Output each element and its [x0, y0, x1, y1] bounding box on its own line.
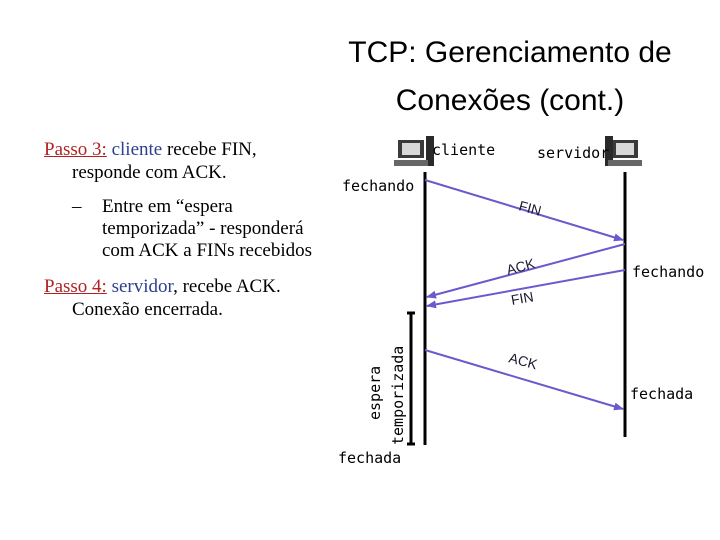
ack-arrow-2	[424, 349, 624, 411]
step4-line1: Passo 4: servidor, recebe ACK.	[44, 276, 281, 298]
server-closed-label: fechada	[630, 385, 693, 403]
step3-line1: Passo 3: cliente recebe FIN,	[44, 139, 257, 161]
step4-actor: servidor	[111, 276, 174, 297]
ack-label-1: ACK	[505, 255, 538, 278]
step4-label: Passo 4:	[44, 276, 107, 297]
bullet-line2: temporizada” - responderá	[102, 218, 304, 239]
slide-title-line1: TCP: Gerenciamento de	[348, 36, 672, 69]
step4-rest: , recebe ACK.	[173, 276, 281, 297]
timed-wait-bracket	[407, 311, 415, 446]
client-computer-icon	[394, 136, 434, 166]
fin-arrow-1	[424, 179, 624, 242]
timed-wait-label-1: espera	[366, 366, 384, 420]
server-label: servidor	[537, 144, 609, 162]
step3-label: Passo 3:	[44, 139, 107, 160]
bullet-line1: Entre em “espera	[102, 196, 233, 217]
ack-label-2: ACK	[507, 349, 540, 372]
step3-line2: responde com ACK.	[72, 162, 227, 183]
ack-arrow-1	[426, 243, 626, 299]
step3-rest: recebe FIN,	[162, 139, 257, 160]
bullet-line3: com ACK a FINs recebidos	[102, 240, 313, 261]
fin-arrow-2	[426, 269, 626, 309]
fin-label-1: FIN	[517, 197, 543, 218]
step4-line2: Conexão encerrada.	[72, 299, 223, 320]
fin-label-2: FIN	[510, 288, 535, 308]
client-closing-label: fechando	[342, 177, 414, 195]
server-closing-label: fechando	[632, 263, 704, 281]
bullet-marker: –	[72, 196, 82, 217]
client-closed-label: fechada	[338, 449, 401, 467]
timed-wait-label-2: temporizada	[389, 346, 407, 445]
slide-title-line2: Conexões (cont.)	[395, 84, 625, 117]
step3-actor: cliente	[111, 139, 163, 160]
server-computer-icon	[605, 136, 642, 166]
client-label: cliente	[432, 141, 495, 159]
